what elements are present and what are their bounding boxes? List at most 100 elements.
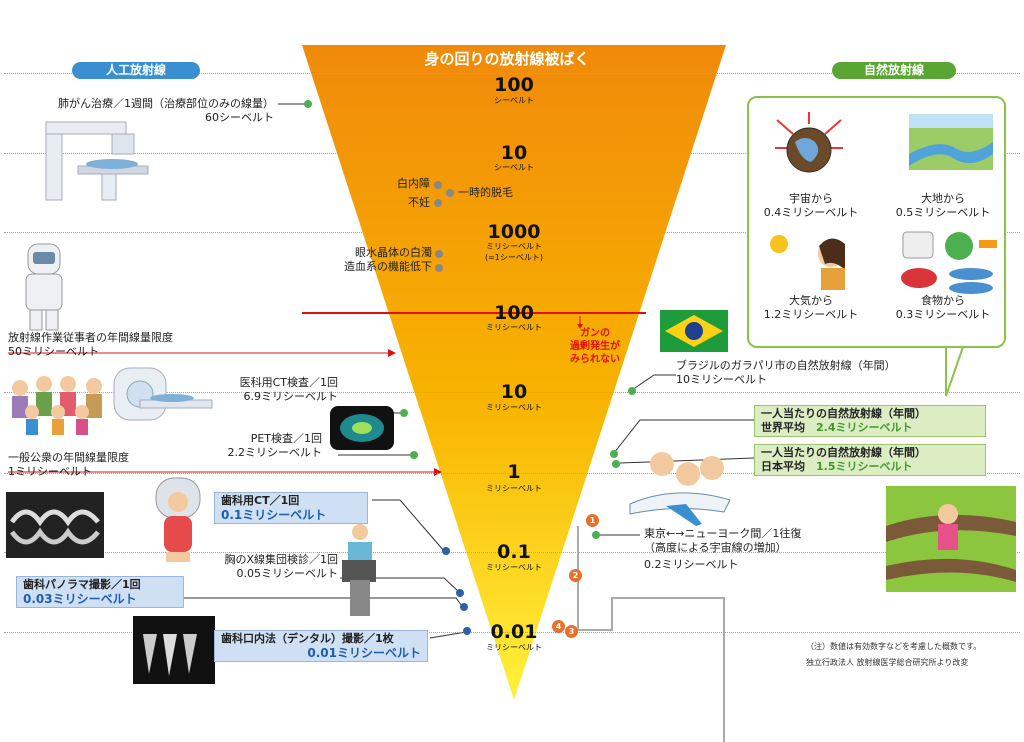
panorama-label: 歯科パノラマ撮影／1回 <box>23 578 141 591</box>
chest-xray-label: 胸のX線集団検診／1回 <box>224 553 338 566</box>
dental-ct-value: 0.1ミリシーベルト <box>221 508 327 522</box>
effect-hematopoietic: 造血系の機能低下 <box>344 260 432 273</box>
protective-suit-illustration <box>25 243 63 331</box>
marker-1: 1 <box>586 514 599 527</box>
marker-dot <box>463 627 471 635</box>
cosmic-label: 宇宙から <box>789 192 833 205</box>
airplane-illustration <box>629 452 731 526</box>
worker-limit-value: 50ミリシーベルト <box>8 345 99 358</box>
scale-unit: ミリシーベルト <box>486 563 542 572</box>
marker-3: 3 <box>565 625 578 638</box>
pet-image-illustration <box>330 406 394 450</box>
dental-ct-box: 歯科用CT／1回 0.1ミリシーベルト <box>214 492 368 524</box>
flight-value: 0.2ミリシーベルト <box>644 558 739 571</box>
food-value: 0.3ミリシーベルト <box>895 308 991 321</box>
effect-dot <box>434 181 442 189</box>
effect-dot <box>434 199 442 207</box>
lung-treatment-label: 肺がん治療／1週間（治療部位のみの線量） <box>58 97 274 110</box>
grid-line <box>4 392 1020 393</box>
air-value: 1.2ミリシーベルト <box>763 308 859 321</box>
ct-scanner-illustration <box>113 367 213 421</box>
source-note: 独立行政法人 放射線医学総合研究所より改変 <box>806 658 969 667</box>
japan-average-value: 1.5ミリシーベルト <box>816 460 913 473</box>
pet-label: PET検査／1回 <box>250 432 322 445</box>
brazil-flag-icon <box>660 310 728 352</box>
air-breathing-icon <box>770 235 845 290</box>
marker-dot <box>628 387 636 395</box>
intraoral-label: 歯科口内法（デンタル）撮影／1枚 <box>221 632 394 645</box>
scale-value: 100 <box>494 74 534 96</box>
marker-dot <box>612 460 620 468</box>
cosmic-earth-icon <box>775 112 843 173</box>
panorama-box: 歯科パノラマ撮影／1回 0.03ミリシーベルト <box>16 576 184 608</box>
marker-2: 2 <box>569 569 582 582</box>
food-label: 食物から <box>921 294 965 307</box>
intraoral-box: 歯科口内法（デンタル）撮影／1枚 0.01ミリシーベルト <box>214 630 428 662</box>
scale-unit: ミリシーベルト <box>486 484 542 493</box>
grid-line <box>4 73 1020 74</box>
scale-value: 10 <box>500 142 528 164</box>
scale-unit: ミリシーベルト <box>486 403 542 412</box>
marker-dot <box>610 450 618 458</box>
world-average-value: 2.4ミリシーベルト <box>816 421 913 434</box>
intraoral-value: 0.01ミリシーベルト <box>307 646 421 660</box>
medical-ct-label: 医科用CT検査／1回 <box>239 376 338 389</box>
scale-unit: ミリシーベルト <box>486 242 542 251</box>
runner-illustration <box>886 486 1016 592</box>
scale-value: 1 <box>507 461 521 483</box>
page-title: 身の回りの放射線被ばく <box>424 50 590 68</box>
natural-badge: 自然放射線 <box>832 62 956 79</box>
radiotherapy-machine-illustration <box>45 121 149 201</box>
grid-line <box>4 473 1020 474</box>
scale-value: 0.1 <box>497 541 531 563</box>
marker-dot <box>460 603 468 611</box>
cancer-threshold-label: ガンの 過剰発生が みられない <box>570 328 620 365</box>
worker-limit-label: 放射線作業従事者の年間線量限度 <box>8 331 173 344</box>
japan-average-tag: 日本平均 <box>761 460 805 473</box>
scale-value: 0.01 <box>490 621 538 643</box>
grid-line <box>4 153 1020 154</box>
scale-unit: ミリシーベルト <box>486 643 542 652</box>
chest-xray-value: 0.05ミリシーベルト <box>236 567 339 580</box>
japan-average-label: 一人当たりの自然放射線（年間） <box>761 446 926 459</box>
world-average-tag: 世界平均 <box>761 421 805 434</box>
marker-dot <box>592 531 600 539</box>
effect-hair-loss: 一時的脱毛 <box>458 186 513 199</box>
effect-dot <box>435 250 443 258</box>
medical-ct-value: 6.9ミリシーベルト <box>243 390 339 403</box>
natural-sources-panel: 宇宙から 0.4ミリシーベルト 大地から 0.5ミリシーベルト 大気から 1.2… <box>747 96 1006 348</box>
pet-value: 2.2ミリシーベルト <box>227 446 323 459</box>
japan-average-box: 一人当たりの自然放射線（年間） 日本平均 1.5ミリシーベルト <box>754 444 986 476</box>
effect-sterility: 不妊 <box>408 196 430 209</box>
panorama-value: 0.03ミリシーベルト <box>23 592 137 606</box>
dental-chair-patient-illustration <box>155 477 201 562</box>
ground-river-icon <box>909 114 993 170</box>
artificial-badge: 人工放射線 <box>72 62 200 79</box>
brazil-value: 10ミリシーベルト <box>676 373 767 386</box>
grid-line <box>4 632 1020 633</box>
marker-dot <box>456 589 464 597</box>
scale-unit: ミリシーベルト <box>486 323 542 332</box>
ground-value: 0.5ミリシーベルト <box>895 206 991 219</box>
grid-line <box>4 232 1020 233</box>
grid-line <box>4 552 1020 553</box>
effect-cataract: 白内障 <box>397 177 430 190</box>
footnote: （注）数値は有効数字などを考慮した概数です。 <box>806 642 982 651</box>
marker-dot <box>410 451 418 459</box>
chest-xray-person-illustration <box>342 524 376 616</box>
lung-treatment-value: 60シーベルト <box>205 111 274 124</box>
world-average-label: 一人当たりの自然放射線（年間） <box>761 407 926 420</box>
effect-dot <box>446 189 454 197</box>
marker-dot <box>442 547 450 555</box>
scale-unit-note: (=1シーベルト) <box>484 253 544 262</box>
food-icon <box>901 231 997 294</box>
flight-note: （高度による宇宙線の増加） <box>644 541 787 554</box>
marker-dot <box>304 100 312 108</box>
effect-lens-opacity: 眼水晶体の白濁 <box>355 246 432 259</box>
scale-value: 100 <box>494 302 534 324</box>
scale-value: 1000 <box>487 221 541 243</box>
family-illustration <box>12 376 102 435</box>
scale-unit: シーベルト <box>494 96 534 105</box>
marker-4: 4 <box>552 620 565 633</box>
